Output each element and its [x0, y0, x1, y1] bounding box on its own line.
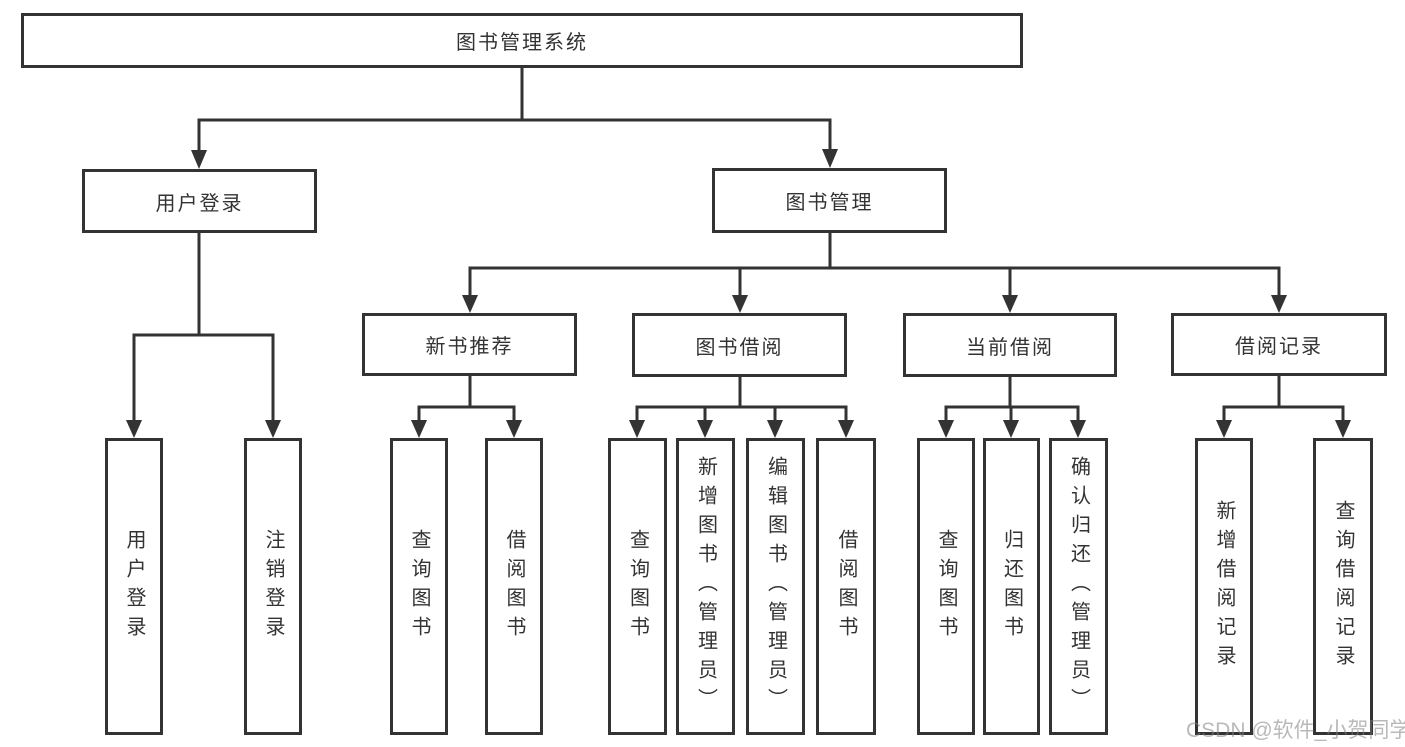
node-label: 查询图书 — [935, 528, 957, 645]
arrowhead — [767, 420, 783, 438]
node-borrow-record: 借阅记录 — [1171, 313, 1387, 376]
node-current-borrow: 当前借阅 — [903, 313, 1117, 377]
node-label: 新增图书（管理员） — [694, 456, 717, 717]
arrowhead — [629, 420, 645, 438]
leaf-add-borrow-record: 新增借阅记录 — [1195, 438, 1253, 735]
node-label: 归还图书 — [1000, 528, 1023, 645]
node-root: 图书管理系统 — [21, 13, 1023, 68]
arrowhead — [191, 150, 207, 169]
arrowhead — [1271, 295, 1287, 313]
node-label: 编辑图书（管理员） — [764, 456, 787, 717]
node-label: 查询图书 — [626, 528, 649, 645]
node-label: 用户登录 — [123, 528, 145, 645]
leaf-user-login: 用户登录 — [105, 438, 163, 735]
node-label: 图书管理系统 — [456, 32, 588, 54]
leaf-query-books: 查询图书 — [917, 438, 975, 735]
node-label: 借阅记录 — [1235, 336, 1323, 358]
node-label: 借阅图书 — [835, 528, 857, 645]
node-label: 当前借阅 — [966, 336, 1054, 359]
node-user-login: 用户登录 — [82, 169, 317, 233]
leaf-query-books: 查询图书 — [390, 438, 448, 735]
node-label: 新书推荐 — [425, 336, 514, 358]
node-book-borrow: 图书借阅 — [632, 313, 847, 377]
node-label: 新增借阅记录 — [1213, 499, 1235, 674]
leaf-return-books: 归还图书 — [983, 438, 1040, 735]
node-label: 图书借阅 — [695, 336, 784, 359]
leaf-borrow-books: 借阅图书 — [816, 438, 876, 735]
node-label: 注销登录 — [262, 528, 284, 645]
arrowhead — [1003, 420, 1019, 438]
arrowhead — [126, 420, 142, 438]
arrowhead — [697, 420, 713, 438]
leaf-add-books-admin: 新增图书（管理员） — [676, 438, 735, 735]
node-new-book-rec: 新书推荐 — [362, 313, 577, 376]
watermark: CSDN @软件_小贺同学 — [1186, 719, 1405, 742]
node-label: 借阅图书 — [503, 528, 525, 645]
arrowhead — [506, 420, 522, 438]
node-book-mgmt: 图书管理 — [712, 168, 947, 233]
leaf-logout: 注销登录 — [244, 438, 302, 735]
arrowhead — [1002, 295, 1018, 313]
node-label: 查询借阅记录 — [1332, 499, 1354, 674]
node-label: 图书管理 — [785, 192, 874, 214]
leaf-query-borrow-record: 查询借阅记录 — [1313, 438, 1373, 735]
arrowhead — [822, 149, 838, 168]
node-label: 查询图书 — [408, 528, 430, 645]
arrowhead — [411, 420, 427, 438]
arrowhead — [462, 295, 478, 313]
arrowhead — [1216, 420, 1232, 438]
leaf-confirm-return-admin: 确认归还（管理员） — [1049, 438, 1108, 735]
leaf-query-books: 查询图书 — [608, 438, 667, 735]
arrowhead — [838, 420, 854, 438]
arrowhead — [1070, 420, 1086, 438]
leaf-borrow-books: 借阅图书 — [485, 438, 543, 735]
leaf-edit-books-admin: 编辑图书（管理员） — [746, 438, 805, 735]
arrowhead — [938, 420, 954, 438]
arrowhead — [1335, 420, 1351, 438]
arrowhead — [732, 295, 748, 313]
node-label: 用户登录 — [155, 192, 244, 215]
arrowhead — [265, 420, 281, 438]
node-label: 确认归还（管理员） — [1067, 456, 1090, 717]
